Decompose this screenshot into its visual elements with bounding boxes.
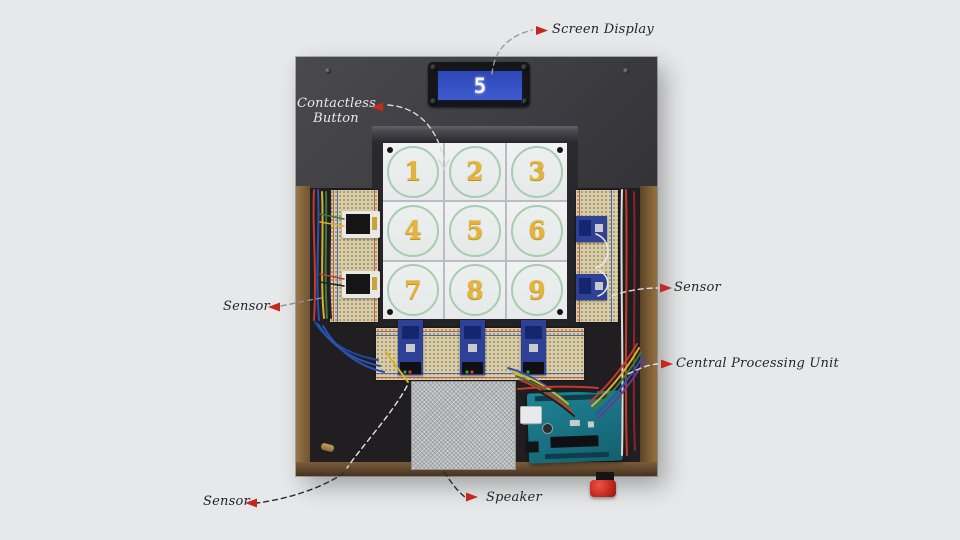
label-speaker: Speaker [486, 490, 542, 505]
keypad-tile[interactable]: 2 [445, 143, 505, 201]
leader-arrow-icon [536, 26, 548, 35]
display-screw-icon [430, 64, 437, 71]
keypad-digit: 6 [528, 216, 546, 246]
sensor-module [460, 320, 485, 375]
keypad-ring: 9 [511, 264, 563, 317]
power-jack [525, 441, 539, 453]
keypad-digit: 3 [528, 157, 546, 187]
lcd-digit: 5 [473, 73, 487, 98]
sensor-component [529, 344, 538, 352]
keypad-ring: 4 [387, 204, 439, 257]
display-screw-icon [521, 98, 528, 105]
sensor-component [464, 326, 481, 339]
capacitor [541, 422, 554, 435]
sensor-module [576, 216, 607, 242]
contactless-keypad: 1 2 3 4 5 6 7 8 9 [372, 126, 578, 326]
breadboard-rail [579, 190, 580, 322]
keypad-digit: 7 [404, 275, 422, 305]
keypad-digit: 9 [528, 275, 546, 305]
pad-screw-icon [387, 147, 393, 153]
speaker-grille [411, 381, 516, 470]
label-contactless-button: Contactless Button [297, 96, 377, 126]
wood-frame-right [640, 186, 657, 466]
label-sensor-right: Sensor [674, 280, 721, 295]
screen-display: 5 [428, 62, 530, 107]
keypad-tile[interactable]: 6 [507, 202, 567, 260]
breadboard-rail [374, 190, 375, 322]
sensor-component [579, 220, 591, 236]
pin-header [544, 451, 610, 460]
breadboard-left [330, 190, 378, 322]
sensor-pins [372, 217, 377, 230]
keypad-digit: 2 [466, 157, 484, 187]
sensor-module [398, 320, 423, 375]
reset-button [587, 421, 595, 428]
keypad-ring: 8 [449, 264, 501, 317]
keypad-grid: 1 2 3 4 5 6 7 8 9 [383, 143, 567, 319]
keypad-digit: 4 [404, 216, 422, 246]
sensor-module [521, 320, 546, 375]
leader-arrow-icon [661, 359, 673, 369]
sensor-component [595, 282, 603, 290]
breadboard-rail [337, 190, 338, 322]
keypad-digit: 8 [466, 275, 484, 305]
sensor-component [402, 326, 419, 339]
keypad-tile[interactable]: 5 [445, 202, 505, 260]
label-screen-display: Screen Display [552, 22, 654, 37]
microcontroller-chip [550, 435, 599, 448]
push-button[interactable] [590, 480, 616, 497]
label-sensor-bottom: Sensor [203, 494, 250, 509]
relay-module [520, 406, 542, 424]
keypad-ring: 1 [387, 145, 439, 198]
sensor-connector [462, 362, 483, 374]
oscillator [569, 419, 580, 427]
keypad-tile[interactable]: 4 [383, 202, 443, 260]
wood-frame-left [296, 186, 310, 466]
sensor-component [468, 344, 477, 352]
sensor-pins [372, 277, 377, 290]
pad-screw-icon [557, 147, 563, 153]
sensor-module [342, 271, 380, 298]
keypad-tile[interactable]: 7 [383, 261, 443, 319]
keypad-ring: 3 [511, 145, 563, 198]
sensor-module [342, 211, 380, 238]
breadboard-rail [611, 190, 612, 322]
label-contactless-line1: Contactless [297, 96, 377, 111]
lcd-screen: 5 [437, 70, 523, 101]
display-screw-icon [430, 98, 437, 105]
label-central-processing-unit: Central Processing Unit [676, 356, 839, 371]
panel-screw-icon [325, 68, 331, 74]
keypad-tile[interactable]: 8 [445, 261, 505, 319]
sensor-component [525, 326, 542, 339]
keypad-ring: 6 [511, 204, 563, 257]
keypad-tile[interactable]: 3 [507, 143, 567, 201]
sensor-component [595, 224, 603, 232]
keypad-digit: 5 [466, 216, 484, 246]
leader-sensor-bottom-outer [256, 472, 345, 504]
sensor-module [576, 274, 607, 300]
label-sensor-left: Sensor [223, 299, 270, 314]
sensor-component [579, 278, 591, 294]
breadboard-rail [376, 377, 584, 378]
keypad-digit: 1 [404, 157, 422, 187]
label-contactless-line2: Button [313, 111, 359, 126]
leader-arrow-icon [660, 283, 672, 293]
sensor-component [406, 344, 415, 352]
leader-arrow-icon [466, 492, 478, 502]
arduino-board [522, 390, 624, 464]
push-button-collar [596, 472, 614, 482]
keypad-ring: 7 [387, 264, 439, 317]
pin-header [534, 393, 608, 402]
sensor-board [346, 274, 370, 294]
sensor-connector [400, 362, 421, 374]
pad-screw-icon [387, 309, 393, 315]
keypad-ring: 2 [449, 145, 501, 198]
breadboard-rail [333, 190, 334, 322]
keypad-ring: 5 [449, 204, 501, 257]
sensor-connector [523, 362, 544, 374]
breadboard-right [576, 190, 618, 322]
pad-screw-icon [557, 309, 563, 315]
panel-screw-icon [623, 68, 629, 74]
sensor-board [346, 214, 370, 234]
